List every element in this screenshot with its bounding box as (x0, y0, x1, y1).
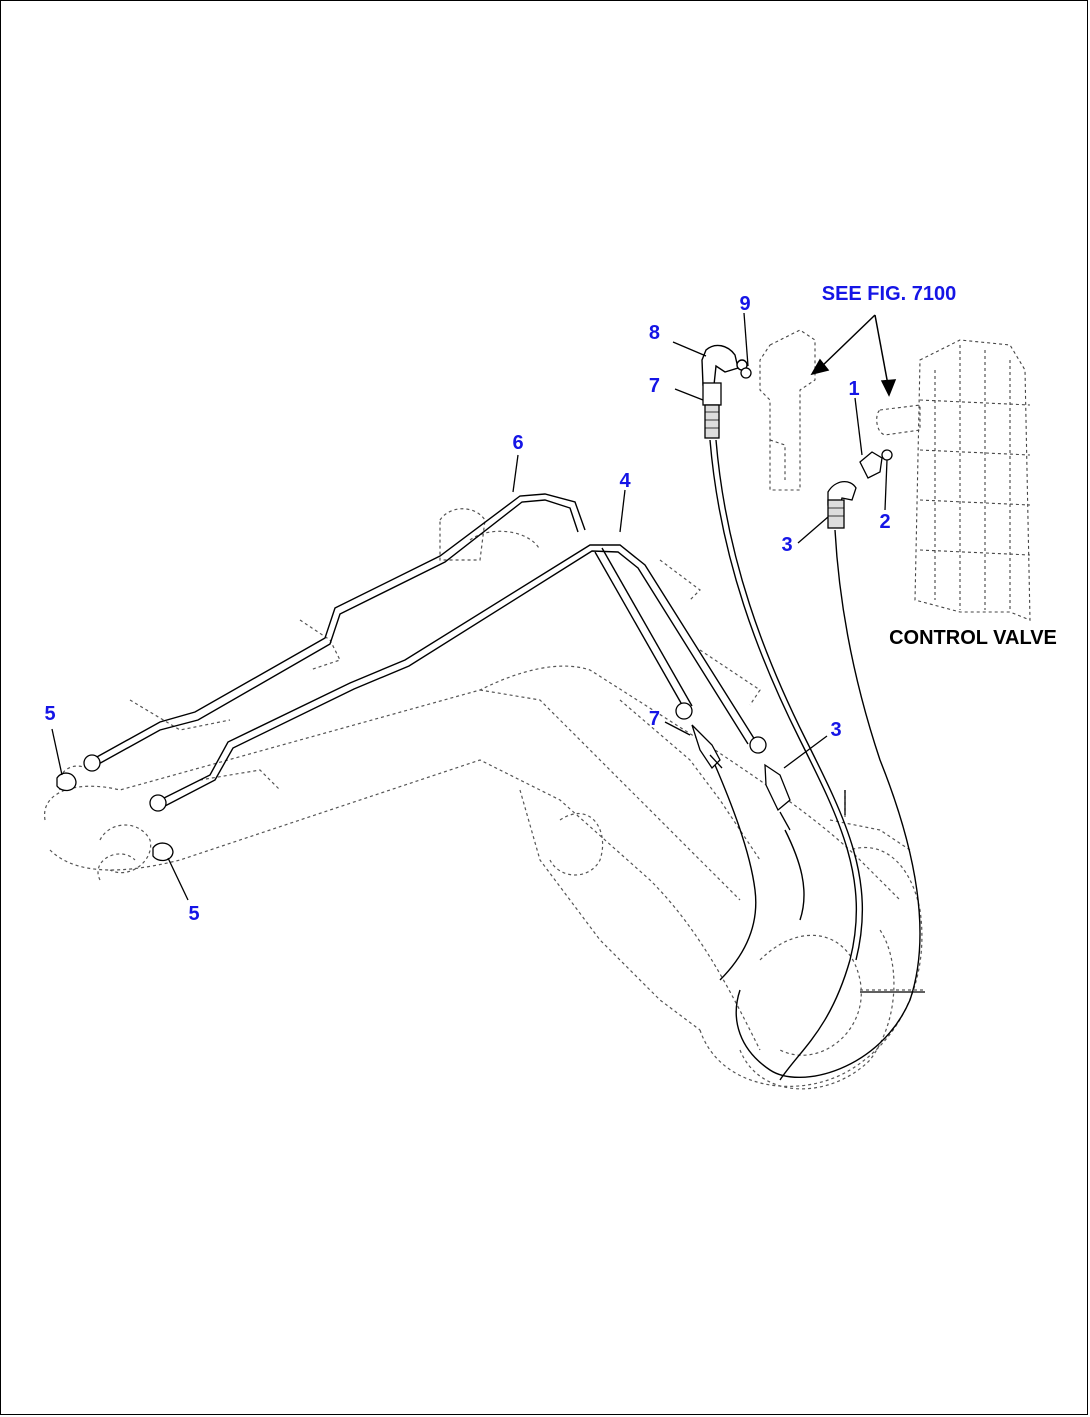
reference-arrows (810, 314, 897, 397)
callout-6: 6 (512, 432, 523, 454)
fitting-8-elbow (701, 344, 748, 386)
see-figure-reference: SEE FIG. 7100 (822, 283, 957, 305)
callout-9: 9 (739, 293, 750, 315)
fitting-7-lower (675, 702, 723, 770)
fitting-1 (859, 451, 883, 479)
callout-7-lower: 7 (649, 708, 660, 730)
pipe-end-fittings (83, 754, 167, 812)
control-valve-body (876, 339, 1031, 621)
callout-4: 4 (619, 470, 631, 492)
callout-1: 1 (848, 378, 859, 400)
callout-3-upper: 3 (781, 534, 792, 556)
callout-labels: 8 9 7 1 2 3 6 4 7 3 5 5 (44, 293, 890, 925)
callout-3-lower: 3 (830, 719, 841, 741)
fitting-3-lower (749, 736, 791, 831)
pipe-6 (94, 493, 586, 767)
fitting-9-oring (740, 367, 752, 379)
control-valve-label: CONTROL VALVE (889, 627, 1057, 649)
boom-accent-lines (844, 790, 925, 993)
fitting-5-caps (56, 772, 174, 862)
reference-part-outline (759, 329, 816, 491)
pipe-4 (159, 544, 756, 807)
callout-7-upper: 7 (649, 375, 660, 397)
boom-outline (44, 508, 925, 1090)
callout-5-bottom: 5 (188, 903, 199, 925)
callout-2: 2 (879, 511, 890, 533)
fitting-7-upper (702, 382, 722, 439)
callout-5-left: 5 (44, 703, 55, 725)
leader-lines (51, 312, 888, 901)
fitting-3-upper (827, 481, 857, 529)
callout-8: 8 (649, 322, 660, 344)
hose-7-upper (709, 439, 863, 1081)
hose-lower (714, 764, 805, 981)
hose-3-upper (735, 529, 921, 1078)
fitting-2-oring (881, 449, 893, 461)
